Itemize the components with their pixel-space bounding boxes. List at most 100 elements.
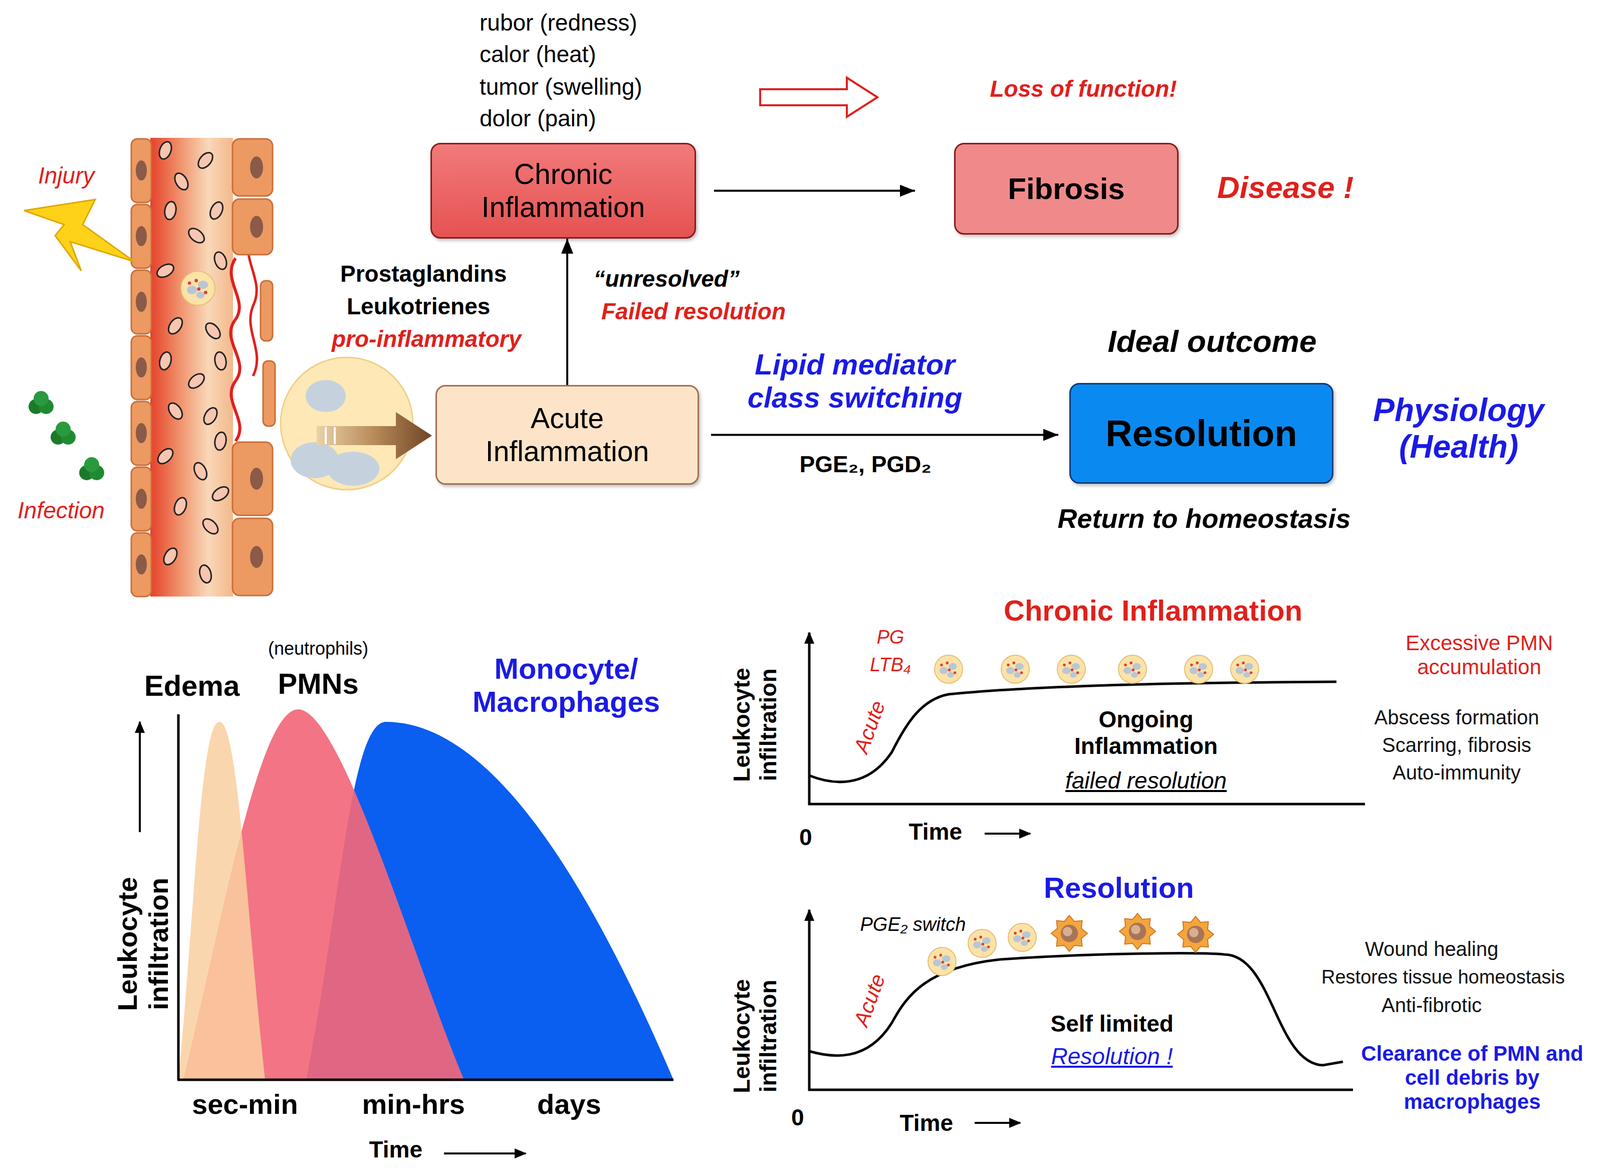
granule	[987, 945, 991, 949]
annotation-text: Anti-fibrotic	[1381, 993, 1482, 1017]
migration-arrow	[316, 411, 432, 460]
injury-bolt	[24, 199, 135, 271]
annotation-text: Time	[369, 1135, 423, 1163]
granule	[1195, 661, 1199, 665]
nucleus-lobe	[1243, 671, 1251, 678]
retracted-cell	[263, 360, 276, 426]
red-blood-cell	[163, 200, 178, 220]
process-box: Fibrosis	[954, 142, 1179, 235]
red-blood-cell	[157, 350, 174, 371]
nucleus-highlight	[1130, 924, 1141, 935]
red-blood-cell	[165, 400, 186, 422]
granule	[1249, 670, 1253, 674]
granule	[947, 963, 951, 967]
granule	[1006, 663, 1010, 667]
cell-nucleus	[135, 357, 147, 378]
nucleus-lobe	[186, 285, 197, 295]
red-blood-cell	[165, 315, 186, 337]
granule	[940, 663, 944, 667]
process-box: Chronic Inflammation	[430, 142, 697, 239]
nucleus-lobe	[1013, 671, 1021, 678]
cell-nucleus	[250, 215, 264, 239]
annotation-text: Return to homeostasis	[1057, 502, 1351, 534]
annotation-text: Acute	[848, 697, 890, 756]
nucleus-lobe	[305, 379, 346, 412]
annotation-text: Leukocyte infiltration	[728, 639, 782, 810]
annotation-text: Abscess formation	[1374, 705, 1540, 729]
granule	[1190, 663, 1194, 667]
red-blood-cell	[171, 170, 191, 192]
granule	[953, 670, 957, 674]
edema-curve	[178, 721, 266, 1080]
motion-stripe	[324, 426, 327, 444]
granule	[933, 955, 937, 959]
annotation-text: Ideal outcome	[1107, 323, 1317, 359]
annotation-text: Leukocyte infiltration	[111, 843, 174, 1044]
macrophage-icon	[1177, 916, 1214, 953]
annotation-text: Edema	[144, 668, 240, 703]
annotation-text: sec-min	[191, 1087, 299, 1120]
red-blood-cell	[195, 149, 216, 171]
time-arrow	[443, 1152, 526, 1155]
annotation-text: Scarring, fibrosis	[1382, 733, 1532, 757]
endothelial-cell	[232, 138, 273, 196]
nucleus-lobe	[1020, 940, 1028, 946]
cell-nucleus	[135, 160, 147, 181]
red-blood-cell	[207, 199, 225, 221]
annotation-text: Acute	[848, 970, 890, 1029]
neutrophil-icon	[1230, 654, 1259, 683]
red-blood-cell	[197, 563, 214, 584]
nucleus-highlight	[1062, 926, 1073, 937]
red-blood-cell	[154, 261, 176, 280]
neutrophil-icon	[180, 271, 215, 306]
endothelial-cell	[131, 467, 152, 531]
annotation-text: Leukocyte infiltration	[728, 950, 782, 1121]
process-box: Acute Inflammation	[435, 384, 700, 485]
endothelial-cell	[131, 270, 152, 334]
y-axis	[808, 909, 811, 1091]
annotation-text: PGE₂ switch	[860, 913, 967, 936]
red-blood-cell	[209, 484, 232, 504]
macrophage-nucleus	[1128, 922, 1147, 941]
red-blood-cell	[191, 460, 209, 482]
bacterium	[84, 456, 100, 473]
flow-arrow	[566, 238, 569, 385]
annotation-text: Resolution	[1043, 870, 1195, 905]
nucleus-lobe	[933, 959, 942, 967]
granule	[1068, 661, 1072, 665]
neutrophil-icon	[1001, 654, 1030, 683]
granule	[1020, 670, 1024, 674]
hollow-arrow	[760, 77, 878, 117]
cell-nucleus	[250, 545, 264, 568]
macrophage-nucleus	[1187, 925, 1205, 944]
granule	[1070, 668, 1074, 672]
red-blood-cell	[185, 225, 207, 246]
granule	[1203, 670, 1207, 674]
granule	[1013, 931, 1017, 935]
nucleus-lobe	[1006, 666, 1015, 674]
granule	[1131, 668, 1135, 672]
annotation-text: rubor (redness)	[479, 9, 637, 37]
red-blood-cell	[212, 250, 230, 271]
annotation-text: Infection	[17, 497, 105, 524]
red-blood-cell	[213, 430, 228, 451]
nucleus-lobe	[327, 451, 380, 486]
neutrophil-icon	[1057, 654, 1086, 683]
time-course-chart	[139, 709, 674, 1154]
granule	[1021, 936, 1025, 940]
granule	[187, 281, 192, 285]
macrophage-icon	[1051, 915, 1088, 952]
granule	[1241, 661, 1245, 665]
red-blood-cell	[172, 495, 189, 517]
annotation-text: 0	[791, 1103, 805, 1131]
annotation-text: Restores tissue homeostasis	[1321, 966, 1565, 989]
granule	[1012, 661, 1016, 665]
nucleus-lobe	[196, 291, 205, 299]
annotation-text: PMNs	[278, 666, 359, 701]
annotation-text: Resolution !	[1051, 1042, 1174, 1070]
fibrin-strand	[230, 258, 240, 441]
nucleus-lobe	[1013, 935, 1022, 943]
granule	[1027, 939, 1031, 943]
